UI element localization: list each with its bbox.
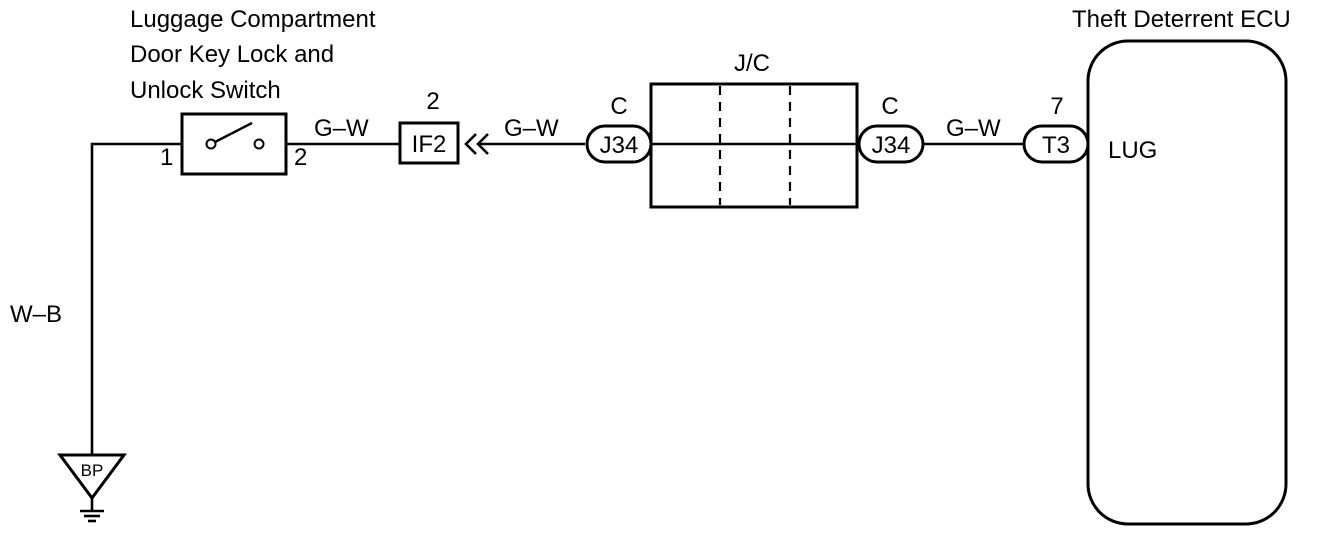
ecu-title: Theft Deterrent ECU: [1072, 6, 1291, 33]
wire-label-g-w-3: G–W: [946, 115, 1001, 142]
jc-right-connector-label: J34: [872, 132, 911, 159]
jc-left-connector: [585, 124, 653, 164]
connector-if2: 2 IF2: [398, 88, 489, 165]
ecu-connector-label: T3: [1042, 132, 1070, 159]
if2-chevron-1: [464, 133, 477, 155]
switch-title-line-2: Door Key Lock and: [130, 41, 334, 68]
jc-label: J/C: [734, 50, 770, 77]
jc-left-pin: C: [610, 93, 627, 120]
jc-left-connector-label: J34: [600, 132, 639, 159]
switch-pin-2: 2: [294, 144, 307, 171]
luggage-door-switch: Luggage Compartment Door Key Lock and Un…: [130, 6, 376, 176]
wire-label-g-w-1: G–W: [314, 115, 369, 142]
theft-deterrent-ecu: Theft Deterrent ECU 7 T3 LUG: [1022, 6, 1291, 526]
jc-box: [649, 82, 859, 209]
ecu-box: [1086, 39, 1288, 526]
if2-label: IF2: [412, 131, 447, 158]
junction-connector-jc: J/C C J34 C J34: [585, 50, 925, 209]
switch-pin-1: 1: [160, 144, 173, 171]
wire-label-w-b: W–B: [10, 301, 62, 328]
wire-w-b: [90, 142, 182, 455]
ecu-connector-t3: [1022, 124, 1090, 164]
ground-bp: BP: [57, 453, 127, 523]
wire-label-g-w-2: G–W: [504, 115, 559, 142]
switch-box: [180, 112, 288, 176]
switch-blade: [214, 121, 253, 144]
ground-label: BP: [81, 461, 104, 480]
switch-contact-left: [205, 138, 217, 150]
ecu-terminal-lug: LUG: [1108, 137, 1157, 164]
if2-pin: 2: [426, 88, 439, 115]
switch-title-line-3: Unlock Switch: [130, 77, 281, 104]
switch-title-line-1: Luggage Compartment: [130, 6, 376, 33]
if2-box: [398, 121, 460, 165]
switch-contact-right: [253, 138, 265, 150]
jc-right-pin: C: [881, 93, 898, 120]
ecu-pin: 7: [1050, 93, 1063, 120]
